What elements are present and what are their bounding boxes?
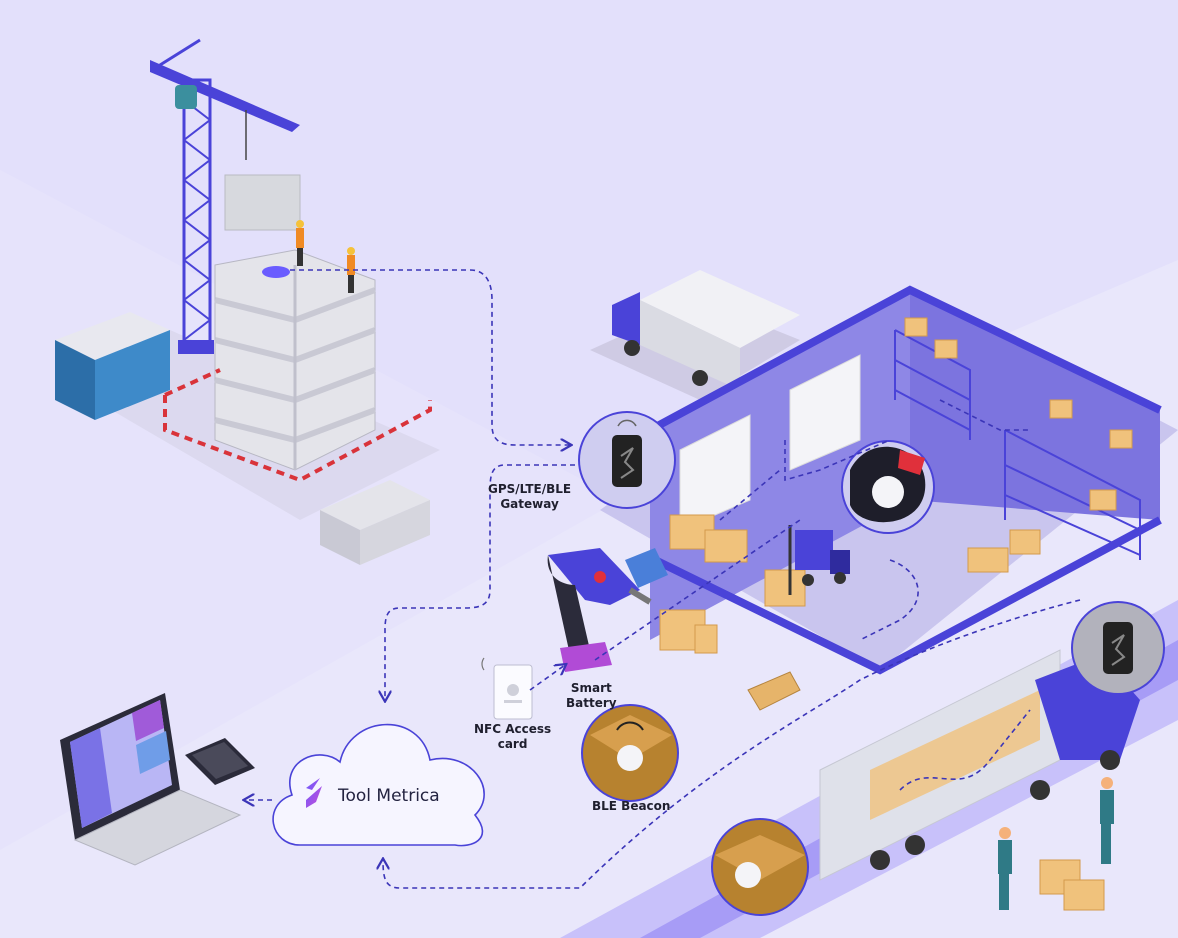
beacon-icon — [711, 818, 809, 916]
beacon-icon — [581, 704, 679, 802]
gateway-icon — [578, 411, 676, 509]
connection-lines — [245, 269, 1081, 889]
worker-icon — [296, 220, 355, 293]
construction-site — [55, 38, 440, 565]
worker-icon — [998, 777, 1114, 911]
gateway-label: GPS/LTE/BLE Gateway — [488, 482, 571, 512]
nfc-label-line2: card — [497, 737, 528, 751]
concrete-slabs — [320, 480, 430, 565]
site-container — [55, 312, 170, 420]
laptop-icon — [60, 693, 242, 866]
brand-name: Tool Metrica — [338, 786, 440, 806]
nfc-card-icon — [481, 657, 533, 720]
crane-icon — [150, 38, 301, 354]
forklift-icon — [788, 525, 850, 595]
pallet — [747, 671, 801, 711]
cloud-icon — [272, 723, 485, 847]
gateway-icon — [1071, 601, 1165, 695]
truck-icon — [590, 270, 800, 400]
tablet-icon — [185, 738, 255, 785]
beacon-label: BLE Beacon — [592, 799, 671, 813]
gateway-label-line2: Gateway — [500, 497, 559, 511]
nfc-label-line1: NFC Access — [474, 722, 552, 736]
battery-closeup — [841, 440, 935, 534]
drill-icon — [547, 548, 652, 672]
battery-label-line2: Battery — [566, 696, 617, 710]
gateway-label-line1: GPS/LTE/BLE — [488, 482, 572, 496]
battery-label: Smart Battery — [566, 681, 617, 711]
building-icon — [214, 249, 377, 471]
shelves — [894, 329, 1141, 560]
box-stacks — [659, 317, 1133, 654]
battery-label-line1: Smart — [570, 681, 612, 695]
toolbox — [625, 548, 668, 588]
nfc-label: NFC Access card — [474, 722, 551, 752]
